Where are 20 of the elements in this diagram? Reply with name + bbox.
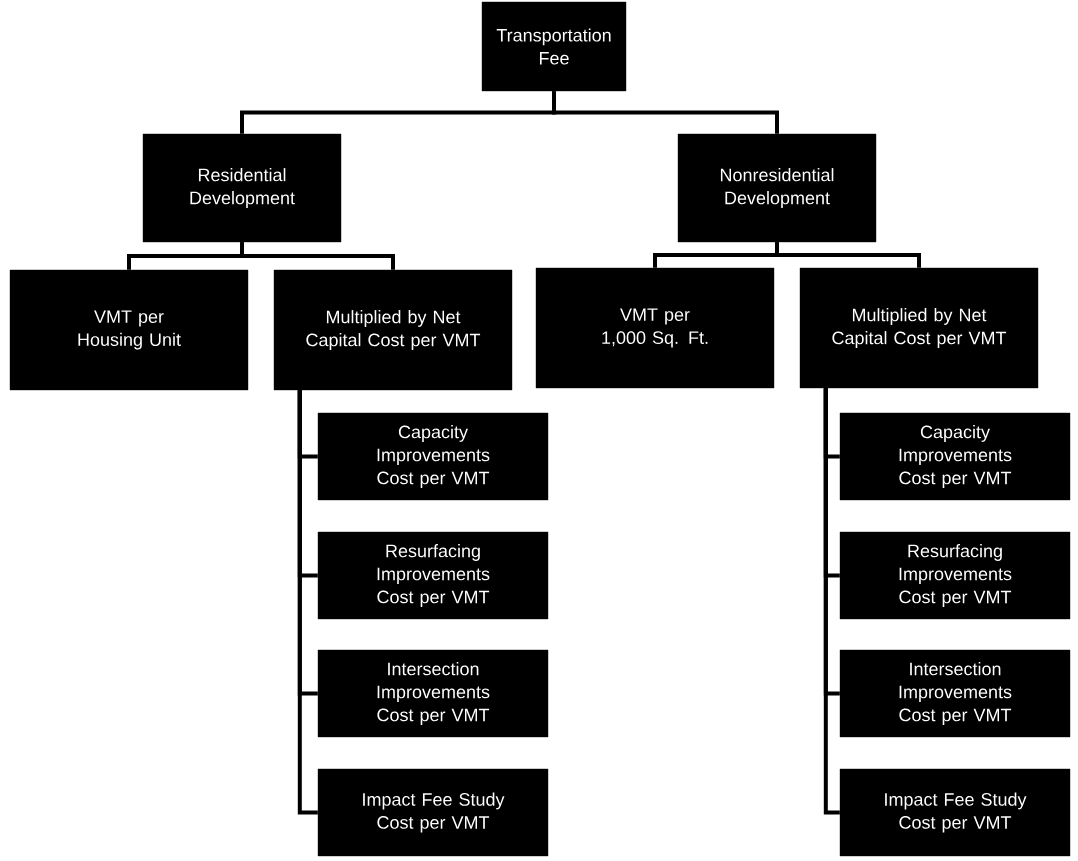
box: Capacity Improvements Cost per VMT xyxy=(317,412,549,501)
connector xyxy=(823,388,840,815)
box: Nonresidential Development xyxy=(677,133,877,243)
box: Multiplied by Net Capital Cost per VMT xyxy=(273,269,513,391)
box: VMT per 1,000 Sq. Ft. xyxy=(535,267,775,389)
connector xyxy=(297,390,318,815)
box: Multiplied by Net Capital Cost per VMT xyxy=(799,267,1039,389)
box: Transportation Fee xyxy=(481,1,627,92)
box: Resurfacing Improvements Cost per VMT xyxy=(839,531,1071,620)
connector xyxy=(240,242,395,270)
box: Intersection Improvements Cost per VMT xyxy=(839,649,1071,738)
box: Intersection Improvements Cost per VMT xyxy=(317,649,549,738)
box: Impact Fee Study Cost per VMT xyxy=(839,768,1071,857)
connector xyxy=(552,91,779,134)
box: Capacity Improvements Cost per VMT xyxy=(839,412,1071,501)
box: VMT per Housing Unit xyxy=(9,269,249,391)
box: Impact Fee Study Cost per VMT xyxy=(317,768,549,857)
connector xyxy=(775,242,921,268)
box: Resurfacing Improvements Cost per VMT xyxy=(317,531,549,620)
box: Residential Development xyxy=(142,133,342,243)
